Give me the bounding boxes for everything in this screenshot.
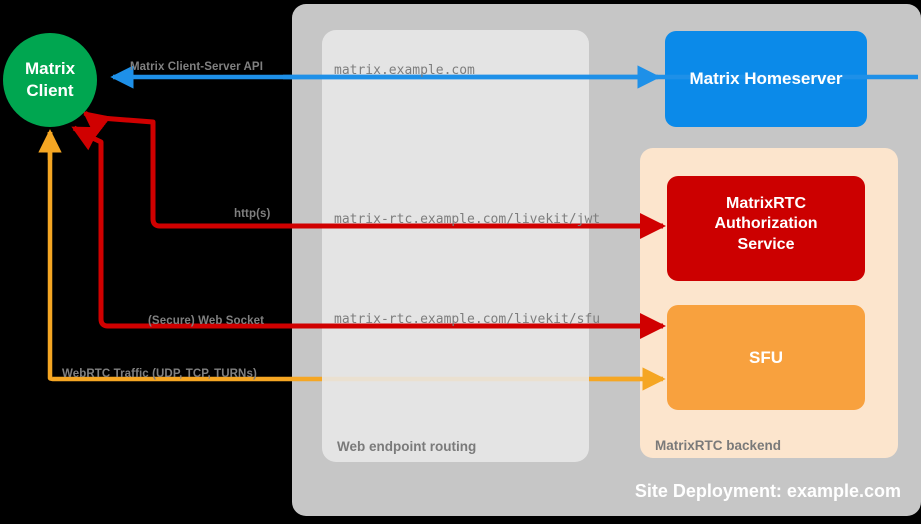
service-label-sfu: SFU <box>749 348 783 367</box>
connection-secure-web-socket <box>71 125 667 339</box>
service-box-sfu[interactable] <box>667 305 865 410</box>
endpoint-label-jwt: matrix-rtc.example.com/livekit/jwt <box>334 212 601 227</box>
endpoint-label-sfu: matrix-rtc.example.com/livekit/sfu <box>334 312 601 327</box>
site-deployment-title: Site Deployment: example.com <box>634 481 901 501</box>
container-web-endpoint-routing <box>322 30 589 462</box>
panel-caption-web-endpoint-routing: Web endpoint routing <box>337 439 477 454</box>
connection-label-matrix-client-server-api: Matrix Client-Server API <box>130 61 263 73</box>
connection-label-http-s: http(s) <box>234 208 271 220</box>
matrix-client-label: Matrix Client <box>24 59 76 100</box>
connection-webrtc-traffic-head <box>38 129 666 391</box>
panel-caption-matrixrtc-backend: MatrixRTC backend <box>655 438 782 453</box>
service-label-auth-service: MatrixRTC Authorization Service <box>714 195 818 253</box>
connection-label-secure-web-socket: (Secure) Web Socket <box>148 315 265 327</box>
endpoint-label-homeserver: matrix.example.com <box>334 63 475 78</box>
service-box-auth-service[interactable] <box>667 176 865 281</box>
connection-http-s <box>82 111 667 239</box>
node-matrix-client[interactable] <box>3 33 97 127</box>
connection-webrtc-traffic <box>38 129 666 391</box>
service-label-homeserver: Matrix Homeserver <box>689 69 843 88</box>
connection-label-webrtc-traffic: WebRTC Traffic (UDP, TCP, TURNs) <box>62 368 257 380</box>
